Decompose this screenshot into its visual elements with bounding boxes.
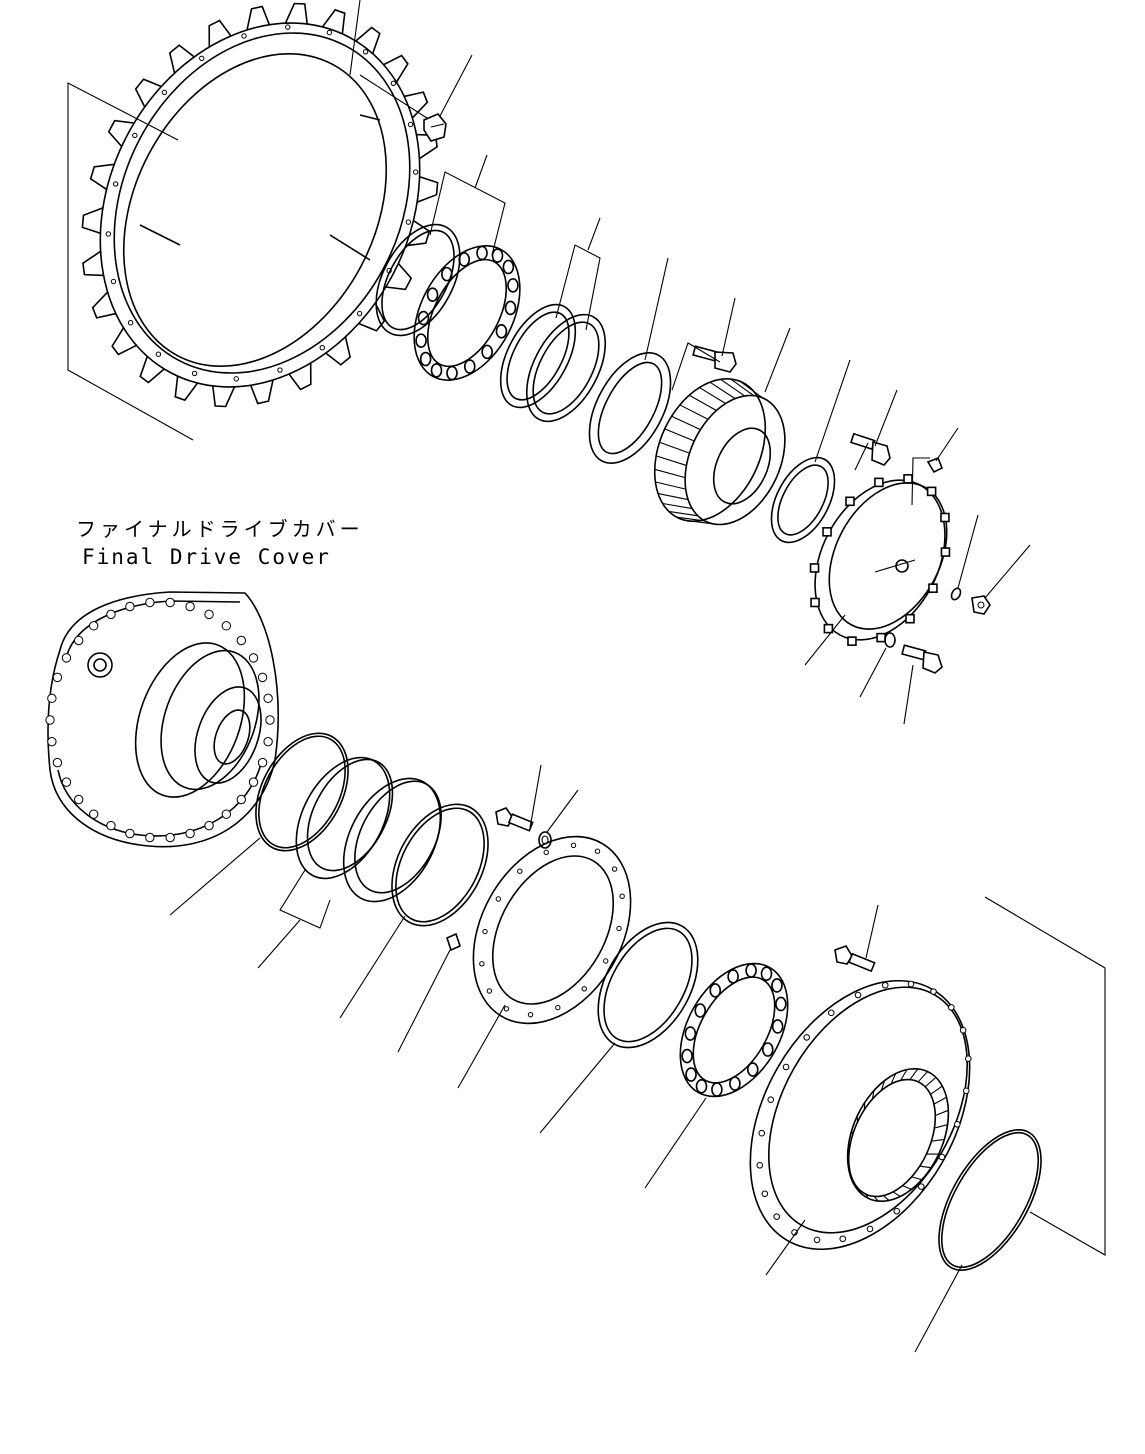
seal-ring-part <box>499 303 577 409</box>
group-bracket <box>279 869 331 929</box>
plug-part <box>446 932 461 952</box>
group-bracket <box>911 457 930 506</box>
leader-line <box>764 327 791 393</box>
floating-seal-part <box>342 777 442 903</box>
bolt-part <box>495 807 534 832</box>
leader-line <box>169 837 261 916</box>
leader-line <box>349 0 361 76</box>
leader-line <box>644 1097 707 1189</box>
plug-part <box>926 456 944 474</box>
leader-line <box>339 915 406 1019</box>
leader-line <box>935 427 959 462</box>
retainer-ring-part <box>472 835 632 1025</box>
washer-part <box>884 632 896 648</box>
leader-line <box>397 949 451 1053</box>
nut-part <box>423 113 447 142</box>
leader-line <box>814 359 851 463</box>
floating-seal-part <box>295 756 394 880</box>
bracket-line <box>984 896 1106 1256</box>
leader-line <box>529 764 542 829</box>
leader-line <box>721 297 736 357</box>
leader-line <box>903 664 914 725</box>
bolt-part <box>834 945 876 973</box>
leader-line <box>865 904 879 959</box>
cover-label-japanese: ファイナルドライブカバー <box>76 517 364 541</box>
shim-part <box>770 456 836 544</box>
leader-line <box>439 54 473 117</box>
ring-part <box>375 223 461 337</box>
leader-line <box>546 789 579 833</box>
group-bracket <box>555 244 601 331</box>
leader-line <box>457 1004 506 1089</box>
tapered-bearing-part <box>413 245 521 381</box>
leader-line <box>984 544 1031 599</box>
leader-line <box>854 442 869 471</box>
o-ring-part <box>950 587 962 601</box>
tapered-bearing-part <box>679 962 789 1098</box>
o-ring-part <box>391 803 489 927</box>
bolt-part <box>901 644 943 674</box>
leader-line <box>874 389 898 447</box>
leader-line <box>474 154 488 189</box>
leader-line <box>644 257 669 361</box>
final-drive-cover-part <box>45 591 279 848</box>
bracket-line <box>67 82 194 441</box>
retainer-plate-part <box>588 352 672 464</box>
leader-line <box>765 1219 806 1276</box>
bolt-part <box>849 432 891 466</box>
nut-part <box>971 595 991 615</box>
cover-label-english: Final Drive Cover <box>82 545 331 569</box>
hub-part <box>653 378 786 526</box>
leader-line <box>587 217 601 251</box>
seal-ring-part <box>525 313 607 423</box>
leader-line <box>539 1042 616 1134</box>
o-ring-part <box>938 1129 1042 1271</box>
leader-line <box>359 74 431 121</box>
leader-line <box>671 342 721 391</box>
leader-line <box>957 514 979 589</box>
o-ring-part <box>255 732 349 852</box>
leader-line <box>804 614 846 666</box>
group-bracket <box>429 171 506 256</box>
cover-plate-part <box>809 474 951 646</box>
leader-line <box>859 647 887 698</box>
leader-line <box>257 919 301 969</box>
leader-line <box>914 1264 963 1353</box>
sprocket-segment-part <box>81 2 439 408</box>
hub-housing-part <box>749 979 972 1251</box>
